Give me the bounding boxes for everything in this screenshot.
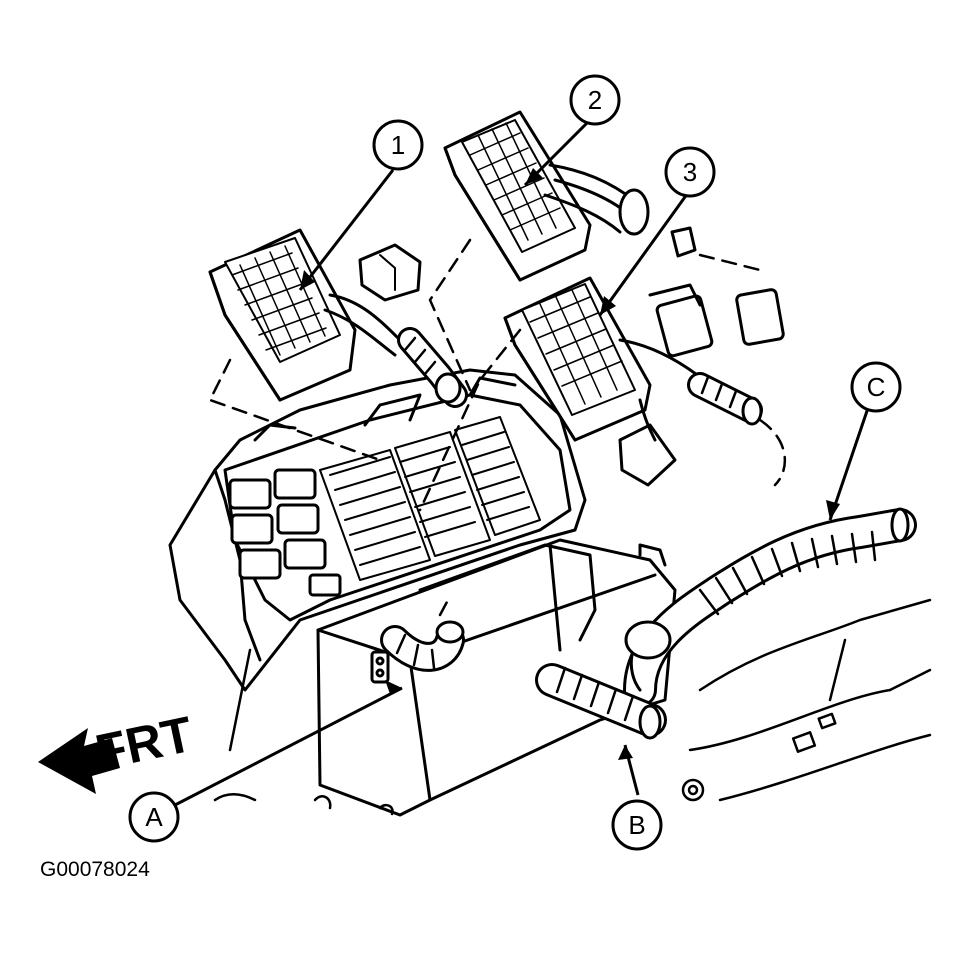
connector-2 [443,110,650,282]
callout-1-label: 1 [391,130,405,160]
connector-3 [503,226,785,487]
callout-leaders [174,120,870,807]
harness-a [380,620,465,672]
junction-box [168,368,587,692]
harness-c [623,507,917,707]
harness-b [535,663,667,740]
callout-arrowheads [300,168,840,760]
callout-a-label: A [145,802,163,832]
front-arrow-icon [38,728,120,794]
callout-3: 3 [664,146,716,198]
callout-1: 1 [372,119,424,171]
callout-b-label: B [628,810,645,840]
callout-2: 2 [569,74,621,126]
callout-2-label: 2 [588,85,602,115]
frt-label: FRT [91,706,198,781]
front-direction-indicator: FRT [38,706,197,794]
callout-c-label: C [867,372,886,402]
callout-c: C [850,361,902,413]
connector-1 [208,228,468,408]
figure-id: G00078024 [40,858,150,881]
callout-b: B [611,799,663,851]
alignment-lines [208,238,787,617]
vehicle-structure [213,598,932,816]
callout-3-label: 3 [683,157,697,187]
callout-a: A [128,791,180,843]
